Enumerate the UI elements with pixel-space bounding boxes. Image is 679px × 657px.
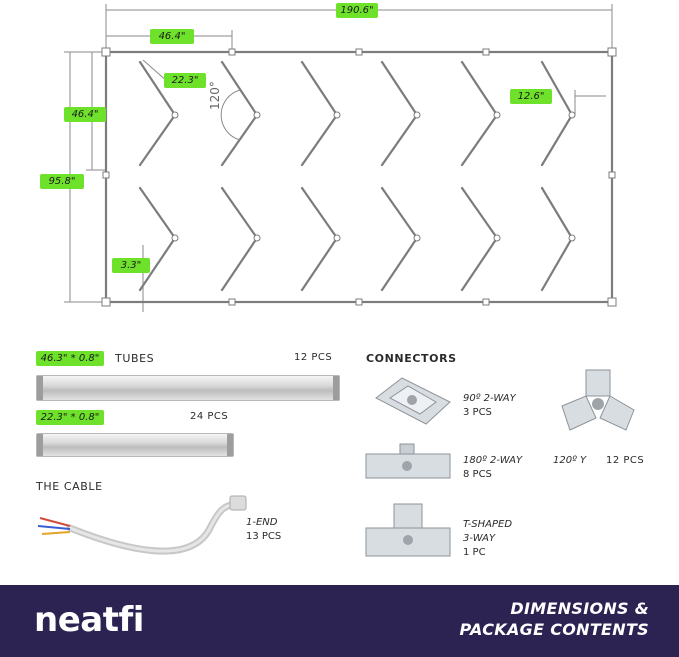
cable-caption-line1: 1-END [246,517,278,528]
connector-90-qty: 3 PCS [463,407,492,418]
connector-90-image [375,377,451,425]
connector-t-name-line2: 3-WAY [463,533,496,544]
long-tube-qty: 12 PCS [294,352,333,363]
short-tube-qty: 24 PCS [190,411,229,422]
connector-180-caption: 180º 2-WAY 8 PCS [463,454,522,482]
connector-y-image [561,369,635,431]
bottom-offset-label: 3.3" [112,258,150,273]
layout-diagram [64,4,617,312]
connector-t-qty: 1 PC [463,547,486,558]
connector-t-caption: T-SHAPED 3-WAY 1 PC [463,518,512,560]
overall-width-label: 190.6" [336,3,378,18]
offset-right-label: 12.6" [510,89,552,104]
connector-180-name: 180º 2-WAY [463,455,523,466]
section-width-label: 46.4" [150,29,194,44]
footer-bar [0,585,679,657]
overall-height-label: 95.8" [40,174,84,189]
short-tube-size-label: 22.3" * 0.8" [36,410,104,425]
short-tube [36,433,234,457]
long-tube [36,375,340,401]
connector-y-name: 120º Y [553,455,587,466]
section-height-label: 46.4" [64,107,106,122]
connector-180-qty: 8 PCS [463,469,492,480]
angle-label: 120° [208,81,222,110]
long-tube-size-label: 46.3" * 0.8" [36,351,104,366]
brand-logo: neatfi [34,600,144,640]
cable-caption-line2: 13 PCS [246,531,282,542]
connector-t-name-line1: T-SHAPED [463,519,513,530]
connectors-title: CONNECTORS [366,352,457,365]
cable-caption: 1-END 13 PCS [246,516,281,544]
footer-tagline: DIMENSIONS & PACKAGE CONTENTS [459,598,649,640]
arm-length-label: 22.3" [164,73,206,88]
connector-90-name: 90º 2-WAY [463,393,516,404]
tubes-title: TUBES [115,352,155,365]
cable-title: THE CABLE [36,480,103,493]
footer-tagline-line2: PACKAGE CONTENTS [459,620,649,639]
cable-image [37,495,247,555]
connector-y-qty: 12 PCS [606,455,645,466]
connector-90-caption: 90º 2-WAY 3 PCS [463,392,516,420]
connector-180-image [365,443,451,479]
footer-tagline-line1: DIMENSIONS & [510,599,649,618]
connector-t-image [365,503,451,557]
